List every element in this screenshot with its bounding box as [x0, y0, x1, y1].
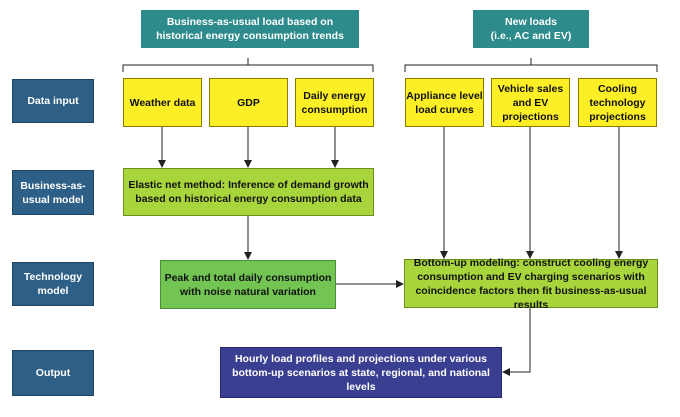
- model-elastic-net-text: Elastic net method: Inference of demand …: [128, 179, 369, 205]
- stage-data-input: Data input: [12, 79, 94, 123]
- input-appliance-load-curves-text: Appliance level load curves: [406, 89, 483, 116]
- model-elastic-net: Elastic net method: Inference of demand …: [123, 168, 374, 216]
- arrow-bottomup-to-output: [502, 308, 531, 376]
- model-peak-total-consumption: Peak and total daily consumption with no…: [160, 260, 336, 309]
- stage-bau-model-text: Business-as- usual model: [20, 179, 86, 206]
- input-cooling-technology-text: Cooling technology projections: [589, 82, 646, 123]
- header-new-loads-text: New loads (i.e., AC and EV): [490, 16, 572, 42]
- output-hourly-load-profiles: Hourly load profiles and projections und…: [220, 347, 502, 398]
- input-weather-data-text: Weather data: [129, 96, 196, 109]
- stage-bau-model: Business-as- usual model: [12, 170, 94, 215]
- stage-technology-model: Technology model: [12, 262, 94, 306]
- header-business-as-usual-text: Business-as-usual load based on historic…: [156, 16, 344, 42]
- output-hourly-load-profiles-text: Hourly load profiles and projections und…: [232, 352, 490, 393]
- model-peak-total-consumption-text: Peak and total daily consumption with no…: [164, 271, 332, 298]
- input-weather-data: Weather data: [123, 78, 202, 127]
- model-bottom-up: Bottom-up modeling: construct cooling en…: [404, 257, 658, 311]
- input-appliance-load-curves: Appliance level load curves: [405, 78, 484, 127]
- bau-brace: [122, 58, 374, 72]
- input-gdp-text: GDP: [237, 96, 260, 109]
- header-new-loads: New loads (i.e., AC and EV): [473, 10, 589, 48]
- stage-output: Output: [12, 350, 94, 396]
- input-cooling-technology: Cooling technology projections: [578, 78, 657, 127]
- header-business-as-usual: Business-as-usual load based on historic…: [141, 10, 359, 48]
- input-daily-energy-text: Daily energy consumption: [301, 89, 368, 116]
- stage-output-text: Output: [35, 367, 71, 379]
- model-bottom-up-text: Bottom-up modeling: construct cooling en…: [413, 256, 649, 311]
- stage-data-input-text: Data input: [27, 95, 79, 107]
- new-loads-brace: [404, 58, 658, 72]
- input-gdp: GDP: [209, 78, 288, 127]
- input-vehicle-sales-text: Vehicle sales and EV projections: [497, 82, 564, 123]
- stage-technology-model-text: Technology model: [23, 271, 83, 297]
- input-vehicle-sales: Vehicle sales and EV projections: [491, 78, 570, 127]
- input-daily-energy: Daily energy consumption: [295, 78, 374, 127]
